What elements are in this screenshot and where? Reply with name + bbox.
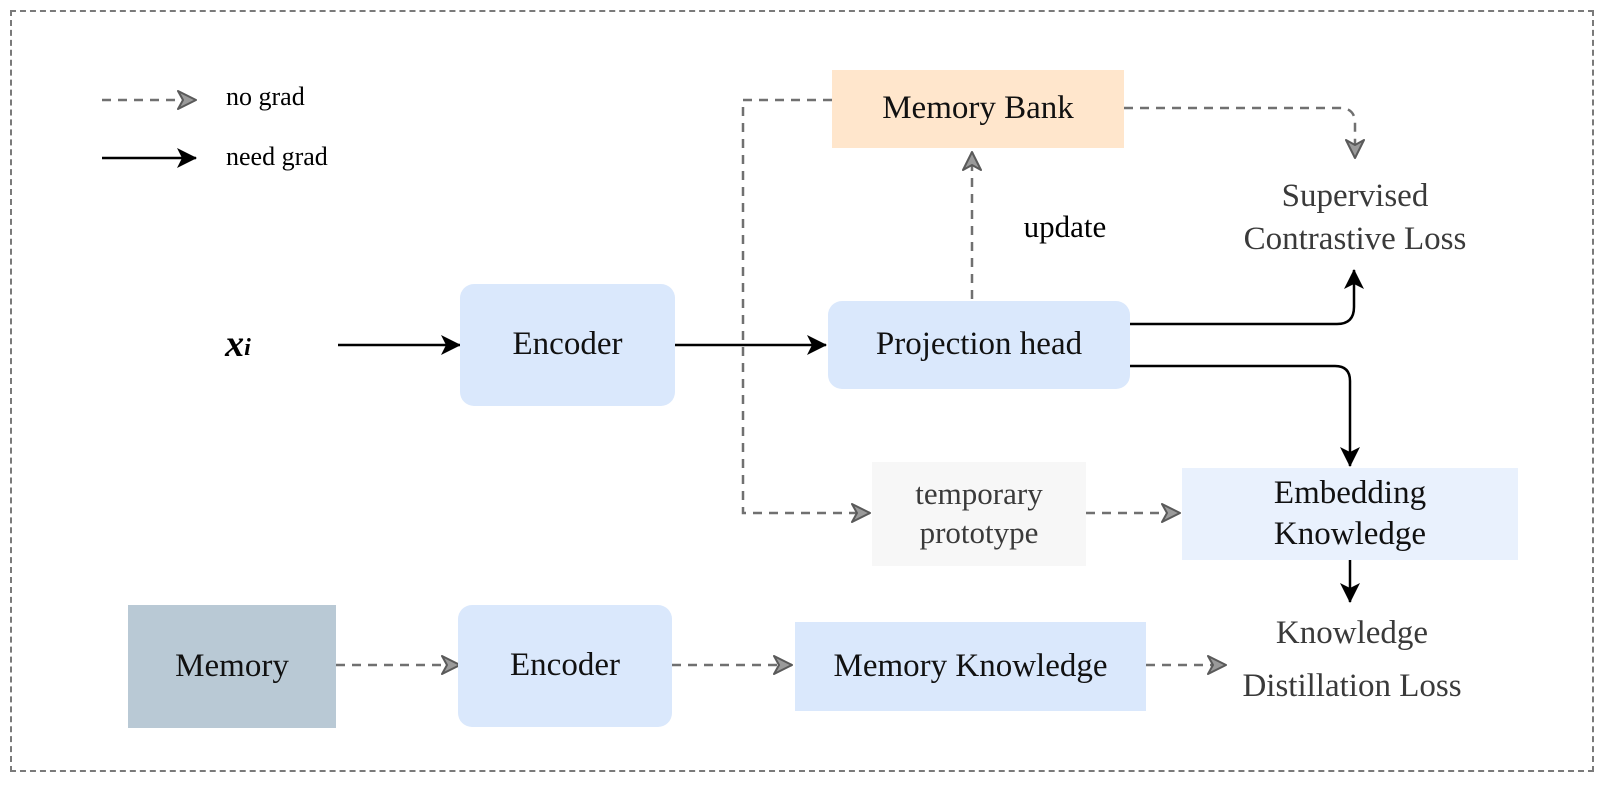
input-xi-base: x [225, 323, 245, 366]
legend-need-grad-label: need grad [226, 142, 328, 172]
memory-bank: Memory Bank [832, 70, 1124, 148]
embedding-knowledge: Embedding Knowledge [1182, 468, 1518, 560]
temporary-prototype-line1: temporary [915, 476, 1043, 512]
input-xi-subscript: i [244, 335, 251, 362]
knowledge-distillation-loss-line1: Knowledge [1275, 614, 1429, 651]
supervised-contrastive-loss-line1: Supervised [1281, 178, 1429, 215]
memory-knowledge: Memory Knowledge [795, 622, 1146, 711]
knowledge-distillation-loss: Knowledge Distillation Loss [1212, 604, 1492, 716]
embedding-knowledge-line2: Knowledge [1273, 516, 1427, 552]
encoder-top-label: Encoder [512, 326, 623, 363]
supervised-contrastive-loss-line2: Contrastive Loss [1243, 221, 1467, 257]
knowledge-distillation-loss-line2: Distillation Loss [1242, 668, 1462, 704]
memory: Memory [128, 605, 336, 728]
memory-bank-label: Memory Bank [882, 90, 1074, 127]
temporary-prototype: temporary prototype [872, 462, 1086, 566]
memory-label: Memory [175, 647, 289, 684]
edge-memory-bank-to-supcon [1124, 106, 1365, 159]
supervised-contrastive-loss: Supervised Contrastive Loss [1200, 172, 1510, 264]
diagram-frame [10, 10, 1594, 772]
edge-projection-to-supcon [1130, 269, 1364, 326]
projection-head-label: Projection head [875, 326, 1083, 363]
encoder-bottom: Encoder [458, 605, 672, 727]
embedding-knowledge-line1: Embedding [1273, 474, 1427, 511]
update-label: update [1023, 208, 1107, 244]
edge-projection-to-embedding [1130, 364, 1360, 467]
projection-head: Projection head [828, 301, 1130, 389]
encoder-bottom-label: Encoder [510, 647, 620, 684]
edge-memory-bank-to-prototype [741, 98, 871, 523]
encoder-top: Encoder [460, 284, 675, 406]
temporary-prototype-line2: prototype [919, 515, 1039, 550]
memory-knowledge-label: Memory Knowledge [833, 647, 1108, 684]
legend-no-grad-label: no grad [226, 82, 305, 112]
